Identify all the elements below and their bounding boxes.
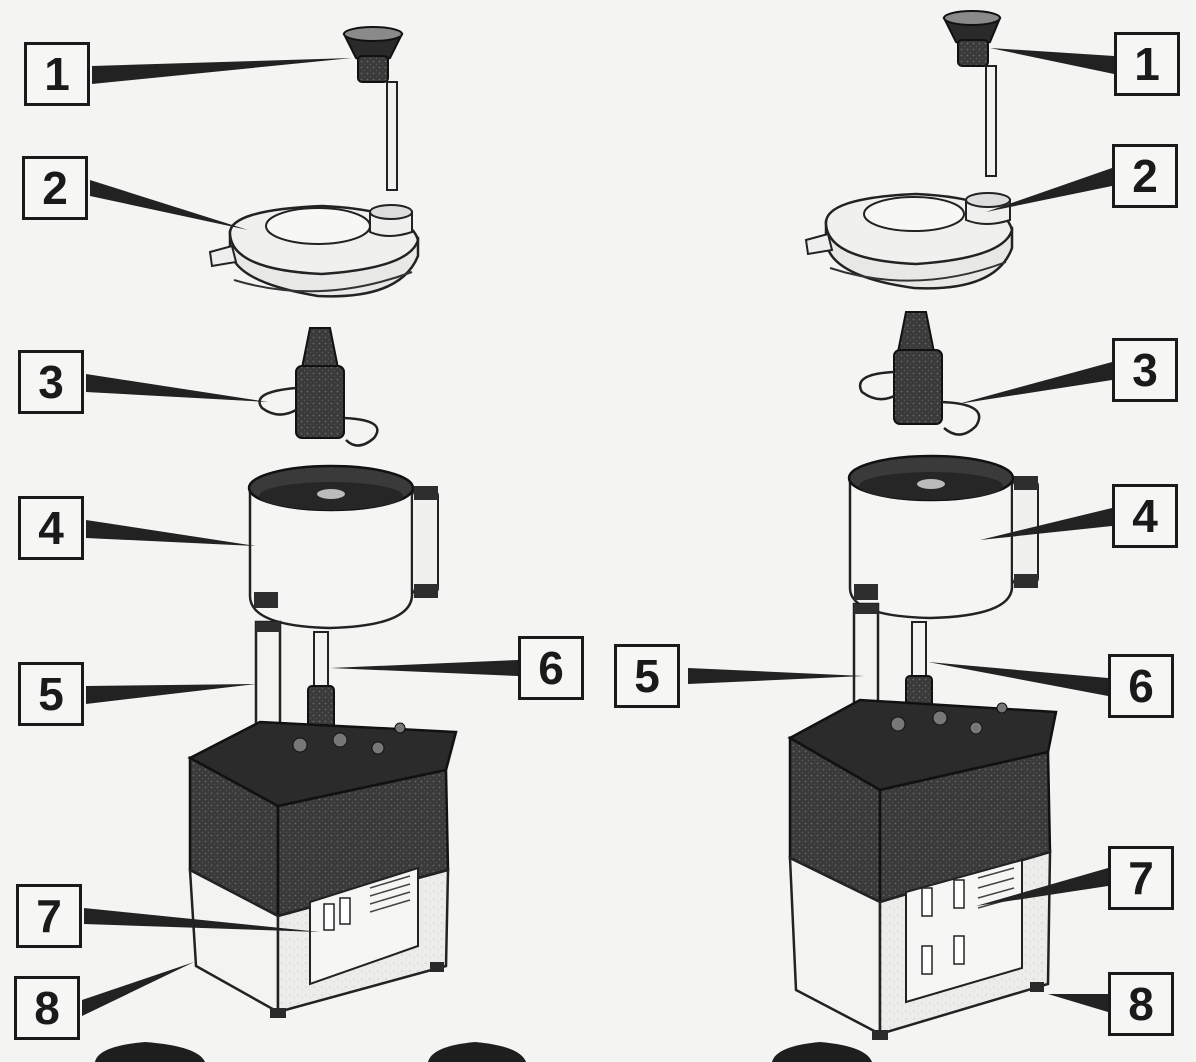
callout-left-3: 3 — [18, 350, 84, 414]
callout-right-5: 5 — [614, 644, 680, 708]
left-motor-base — [187, 720, 458, 1018]
callout-right-6: 6 — [1108, 654, 1174, 718]
callout-right-7: 7 — [1108, 846, 1174, 910]
left-pusher — [342, 26, 404, 191]
right-blade — [859, 311, 981, 436]
callout-left-1: 1 — [24, 42, 90, 106]
right-motor-base — [787, 698, 1058, 1040]
callout-right-2: 2 — [1112, 144, 1178, 208]
left-assembly — [187, 26, 458, 1018]
left-lid — [208, 204, 420, 298]
right-lid — [804, 192, 1014, 290]
callout-left-6: 6 — [518, 636, 584, 700]
right-bowl — [847, 454, 1039, 620]
callout-right-3: 3 — [1112, 338, 1178, 402]
right-assembly — [787, 10, 1058, 1040]
right-pusher — [942, 10, 1002, 177]
callout-right-1: 1 — [1114, 32, 1180, 96]
callout-left-2: 2 — [22, 156, 88, 220]
cropped-bottom-shapes — [95, 1042, 872, 1062]
callout-left-7: 7 — [16, 884, 82, 948]
left-blade — [258, 327, 379, 447]
left-bowl — [247, 464, 439, 630]
callout-left-4: 4 — [18, 496, 84, 560]
leader-lines — [82, 48, 1114, 1016]
callout-right-4: 4 — [1112, 484, 1178, 548]
callout-left-5: 5 — [18, 662, 84, 726]
callout-left-8: 8 — [14, 976, 80, 1040]
callout-right-8: 8 — [1108, 972, 1174, 1036]
